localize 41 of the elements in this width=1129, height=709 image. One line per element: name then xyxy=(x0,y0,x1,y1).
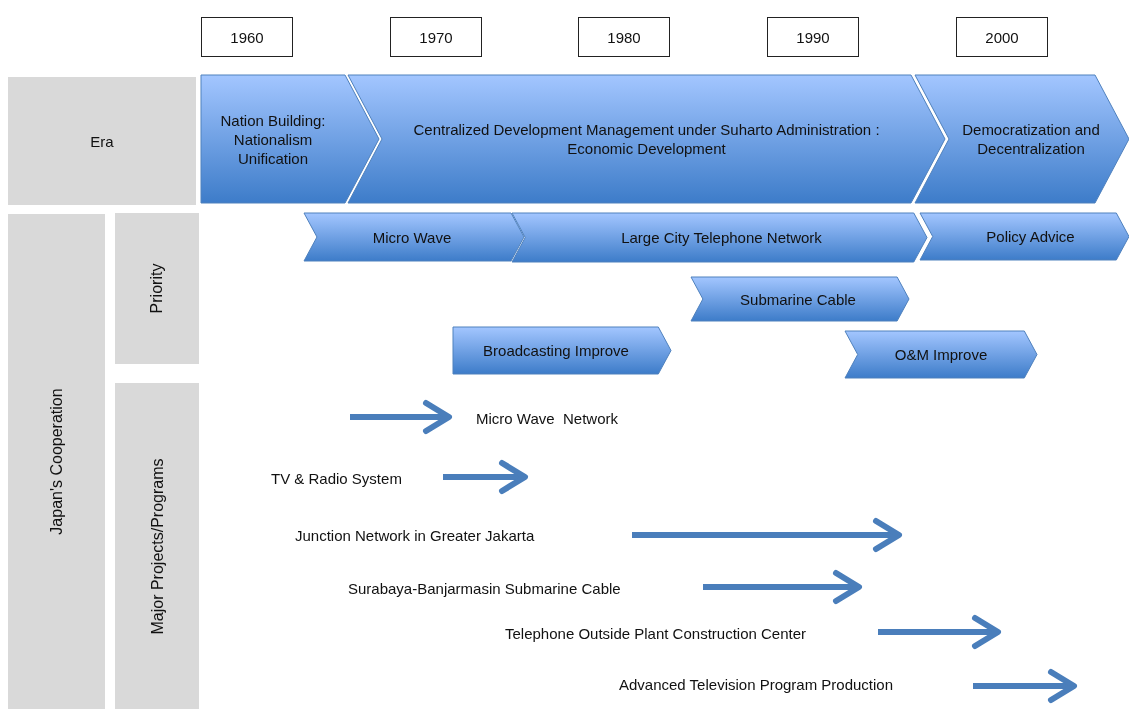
header-band xyxy=(8,214,105,709)
chevron-shape xyxy=(691,277,909,321)
header-label: Era xyxy=(90,131,114,151)
header-label: Japan's Cooperation xyxy=(47,388,66,535)
year-label: 2000 xyxy=(985,27,1019,47)
chevron-label: O&M Improve xyxy=(894,345,988,364)
year-box xyxy=(390,17,482,57)
header-band xyxy=(115,383,199,709)
chevron-label: Broadcasting Improve xyxy=(483,341,629,360)
project-label: Advanced Television Program Production xyxy=(619,676,894,693)
chevron-shape xyxy=(453,327,671,374)
chevron-shape xyxy=(915,75,1129,203)
chevron-shape xyxy=(201,75,379,203)
chevron-shape xyxy=(512,213,927,262)
year-box xyxy=(201,17,293,57)
year-label: 1990 xyxy=(796,27,830,47)
header-band xyxy=(115,213,199,364)
project-label: Telephone Outside Plant Construction Center xyxy=(505,625,806,642)
chevron-label: Submarine Cable xyxy=(740,289,856,309)
chevron-shape xyxy=(920,213,1129,260)
chevron-shape xyxy=(845,331,1037,378)
year-label: 1980 xyxy=(607,27,641,47)
project-label: Micro Wave Network xyxy=(476,410,618,427)
chevron-label: Policy Advice xyxy=(986,227,1075,246)
chevron-label: Micro Wave xyxy=(372,227,452,247)
chevron-label: Nation Building: Nationalism Unification xyxy=(219,110,327,168)
header-label: Major Projects/Programs xyxy=(147,458,167,634)
year-box xyxy=(956,17,1048,57)
chevron-label: Centralized Development Management under Suharto Administration : Economic Development xyxy=(412,120,881,158)
year-box xyxy=(767,17,859,57)
chevron-label: Democratization and Decentralization xyxy=(961,120,1101,158)
year-box xyxy=(578,17,670,57)
header-band xyxy=(8,77,196,205)
year-label: 1960 xyxy=(230,27,264,47)
chevron-shape xyxy=(304,213,524,261)
year-label: 1970 xyxy=(419,27,453,47)
project-label: TV & Radio System xyxy=(271,470,402,487)
project-label: Surabaya-Banjarmasin Submarine Cable xyxy=(348,580,621,597)
chevron-label: Large City Telephone Network xyxy=(621,228,822,247)
project-label: Junction Network in Greater Jakarta xyxy=(295,527,535,544)
header-label: Priority xyxy=(147,263,167,314)
